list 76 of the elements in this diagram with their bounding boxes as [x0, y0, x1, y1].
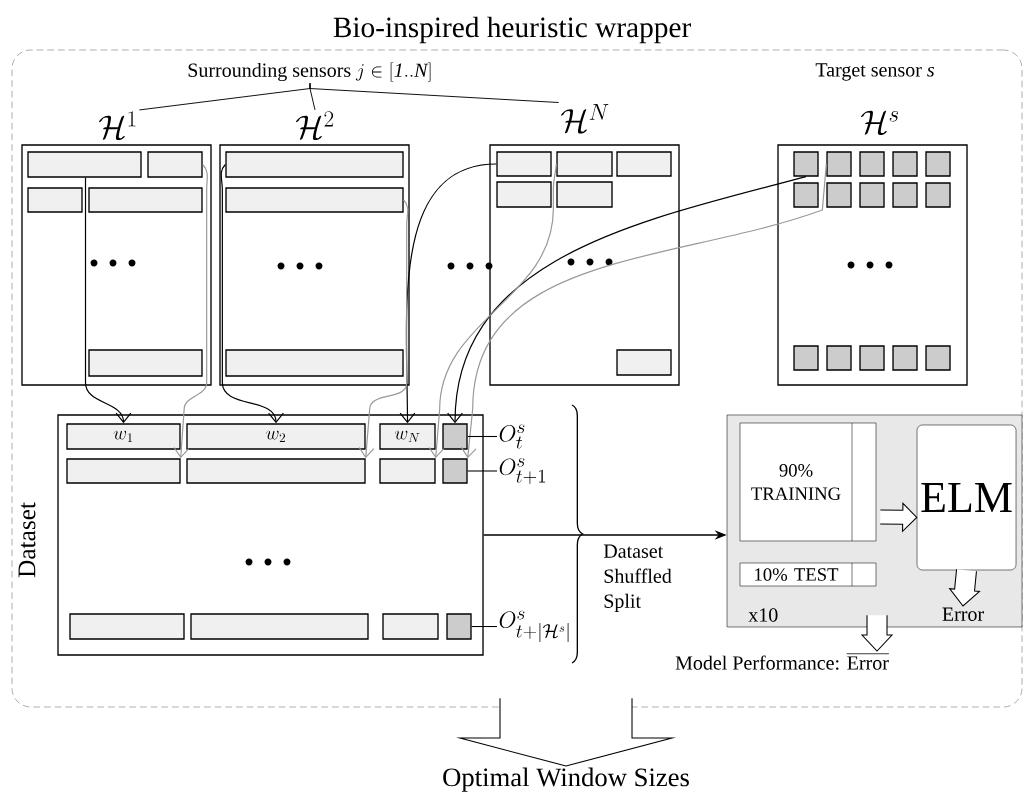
arrow [460, 163, 827, 459]
table-cell [793, 151, 819, 177]
table-cell [186, 458, 366, 484]
table-cell [442, 423, 468, 450]
table-cell [892, 151, 918, 177]
hollow-arrow [948, 568, 981, 607]
sensor-label: Target sensor s [815, 63, 935, 81]
table-cell [556, 181, 613, 208]
hollow-arrow [455, 697, 677, 767]
table-cell [892, 345, 918, 371]
table-cell [925, 182, 951, 208]
arrow [173, 163, 208, 459]
table-cell [382, 613, 439, 640]
split-box: 90% TRAINING [739, 422, 877, 542]
table-cell [496, 181, 552, 208]
table-cell [793, 345, 819, 371]
table-cell [446, 613, 472, 640]
table-cell [88, 349, 203, 377]
hollow-arrow [879, 502, 918, 533]
edge-label: Dataset Shuffled Split [601, 543, 688, 614]
leader-line [467, 470, 498, 472]
table-cell [826, 151, 852, 177]
arrow [447, 176, 807, 424]
table-cell [190, 613, 369, 640]
table-cell [27, 187, 83, 213]
table-cell: $w_N$ [379, 423, 436, 450]
table-cell [859, 151, 885, 177]
table-cell [859, 345, 885, 371]
table-cell [616, 151, 672, 177]
table-cell [826, 345, 852, 371]
title: Bio-inspired heuristic wrapper [333, 16, 691, 44]
table-cell [793, 182, 819, 208]
leader-line [467, 435, 498, 438]
table-label: $\mathcal{H}^s$ [860, 110, 899, 135]
table-label: $\mathcal{H}^2$ [295, 111, 334, 141]
table-cell [66, 458, 181, 484]
table-cell [69, 613, 185, 640]
table-cell [925, 151, 951, 177]
caption: Error [942, 607, 984, 621]
table-cell [225, 151, 404, 178]
observation-label: $O^s_{t+1}$ [499, 457, 546, 484]
repeat-label: x10 [748, 608, 778, 622]
connector-line [309, 82, 560, 103]
table-cell [442, 458, 468, 484]
table-cell [859, 182, 885, 208]
table-cell [88, 187, 203, 213]
arrow [220, 163, 284, 424]
table-cell [496, 151, 552, 177]
arrow [428, 163, 557, 459]
model-box: ELM [916, 424, 1017, 571]
observation-label: $O^s_t$ [499, 424, 525, 449]
observation-label: $O^s_{t+|\mathcal{H}^s|}$ [499, 610, 569, 643]
table-cell: $w_1$ [66, 423, 181, 450]
arrow [399, 163, 497, 424]
arrow [358, 199, 409, 459]
table-cell [925, 345, 951, 371]
table-cell [225, 349, 404, 377]
table-cell [616, 349, 672, 376]
arrow [84, 177, 132, 424]
table-cell [27, 151, 142, 178]
sensor-label: $\text{Surrounding sensors }j\in[\mathit{1..N}]$ [188, 62, 431, 82]
hollow-arrow [860, 614, 894, 652]
table-cell [379, 458, 436, 484]
table-cell [556, 151, 613, 177]
table-cell [826, 182, 852, 208]
table-label: $\mathcal{H}^N$ [560, 104, 609, 134]
leader-line [471, 625, 498, 628]
caption: $\text{Model Performance: }\overline{\text{Error}}$ [675, 653, 889, 670]
table-cell [892, 182, 918, 208]
table-cell [147, 151, 203, 178]
caption: Optimal Window Sizes [443, 767, 689, 792]
table-cell: $w_2$ [186, 423, 366, 450]
dataset-label: Dataset [18, 502, 36, 578]
table-label: $\mathcal{H}^1$ [98, 111, 136, 141]
table-cell [225, 187, 404, 213]
split-box: 10% TEST [739, 562, 877, 587]
